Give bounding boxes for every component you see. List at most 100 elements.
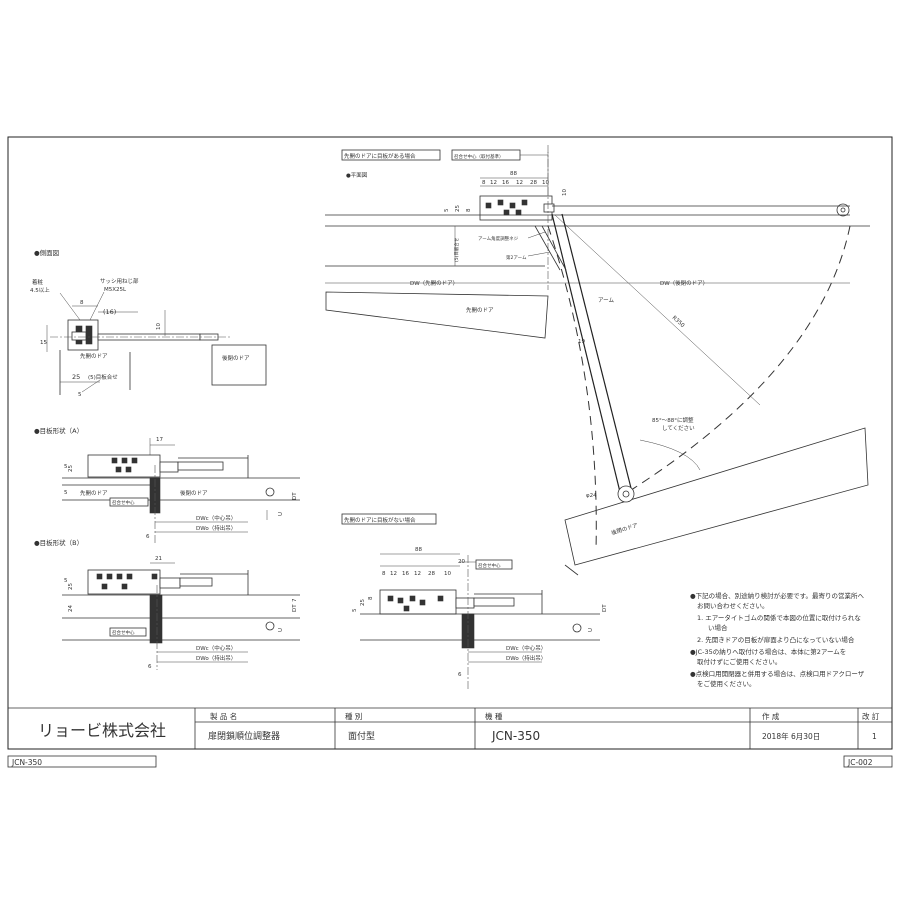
side-view-title: ●側面図 — [34, 249, 59, 257]
plan-dim-c: 16 — [502, 180, 509, 186]
shape-a-follow-door: 後閉のドア — [180, 489, 208, 497]
side-first-door: 先開のドア — [80, 352, 108, 360]
plan-dim-5: 5 — [444, 208, 450, 212]
shape-a-dt: DT — [292, 492, 298, 500]
plan-view-no-mullion: 先開のドアに目板がない場合 88 8 12 16 12 28 10 20 召合せ… — [341, 513, 608, 690]
note-2: 2. 先開きドアの目板が扉面より凸になっていない場合 — [697, 635, 855, 644]
shape-a-first-door: 先開のドア — [80, 489, 108, 497]
plan2-dim-6: 6 — [458, 672, 462, 678]
plan-mark: (5)目板合せ — [453, 237, 460, 262]
shape-b-dim-6: 6 — [148, 664, 152, 670]
plan-angle1: 85°～88°に調整 — [652, 416, 694, 424]
plan-title: ●平面図 — [346, 172, 368, 179]
plan2-dim-b: 12 — [390, 571, 397, 577]
note-1: 1. エアータイトゴムの関係で本図の位置に取付けられな — [697, 613, 861, 622]
plan2-dim-25: 25 — [360, 599, 366, 606]
side-dim-25: 25 — [72, 373, 80, 381]
plan-heading: 先開のドアに目板がある場合 — [344, 152, 416, 160]
side-mark: (5)目板合せ — [88, 373, 118, 381]
product-label: 製 品 名 — [210, 711, 237, 721]
plan-dim-19: 19 — [578, 339, 585, 345]
plan-dim-d: 12 — [516, 180, 523, 186]
plan-dim-a: 8 — [482, 180, 486, 186]
shape-b-dim-21: 21 — [155, 556, 162, 562]
plan2-heading: 先開のドアに目板がない場合 — [344, 516, 416, 524]
shape-b-dim-7: 7 — [292, 598, 298, 602]
side-screw-label: サッシ用ねじ部 — [100, 277, 139, 285]
shape-a-dim-5: 5 — [64, 464, 68, 470]
plan-dim-b: 12 — [490, 180, 497, 186]
side-view: ●側面図 着粧 4.5以上 サッシ用ねじ部 M5X25L 8 (16) 15 1… — [30, 249, 267, 398]
plan-first-door: 先開のドア — [466, 306, 494, 314]
plan2-dwo: DWo（持出吊） — [506, 654, 546, 662]
shape-b-dwo: DWo（持出吊） — [196, 654, 236, 662]
shape-b-dim-24: 24 — [68, 605, 74, 612]
date-value: 2018年 6月30日 — [762, 731, 820, 741]
plan2-u: U — [588, 628, 594, 632]
side-follow-door: 後閉のドア — [222, 354, 250, 362]
plan-dw-first: DW（先開のドア） — [410, 279, 458, 287]
shape-a-title: ●目板形状（A） — [34, 426, 83, 435]
plan-dim-e: 28 — [530, 180, 537, 186]
plan-arm-adj: アーム角度調整ネジ — [478, 235, 519, 242]
rev-label: 改 訂 — [862, 711, 880, 721]
plan-center-box: 召合せ中心（取付基準） — [454, 153, 504, 160]
title-block: リョービ株式会社 製 品 名 扉閉鎖順位調整器 種 別 面付型 機 種 JCN-… — [8, 707, 892, 749]
plan2-dim-8: 8 — [368, 596, 374, 600]
shape-a-center: 召合せ中心 — [112, 499, 135, 506]
plan-r350: R350 — [671, 315, 686, 329]
shape-a-u: U — [278, 512, 284, 516]
note-4: ●点検口用開閉器と併用する場合は、点検口用ドアクローザ — [690, 669, 865, 678]
side-dim-5: 5 — [78, 392, 82, 398]
footer-right-code: JC-002 — [847, 758, 873, 767]
date-label: 作 成 — [762, 711, 780, 721]
plan-dim-25: 25 — [455, 205, 461, 212]
side-dim-8: 8 — [80, 300, 84, 306]
shape-a-dim-6: 6 — [146, 534, 150, 540]
shape-b-u: U — [278, 628, 284, 632]
plan2-dim-f: 10 — [444, 571, 451, 577]
plan-view: 先開のドアに目板がある場合 ●平面図 召合せ中心（取付基準） 88 8 12 1… — [325, 145, 870, 576]
note-4b: をご使用ください。 — [697, 679, 756, 688]
shape-b-dim-25: 25 — [68, 583, 74, 590]
shape-b-dwc: DWc（中心吊） — [196, 644, 236, 652]
shape-a: ●目板形状（A） 17 5 25 5 先開のドア 後閉のドア 召合せ中心 U D… — [34, 426, 300, 545]
plan2-dim-e: 28 — [428, 571, 435, 577]
plan2-dim-88: 88 — [415, 547, 422, 553]
plan-dim-88: 88 — [510, 171, 517, 177]
product-name: 扉閉鎖順位調整器 — [208, 730, 280, 742]
model-label: 機 種 — [485, 711, 503, 721]
plan-dim-8: 8 — [466, 208, 472, 212]
plan-dw-follow: DW（後閉のドア） — [660, 279, 708, 287]
shape-a-dim-25: 25 — [68, 465, 74, 472]
plan-dim-10: 10 — [562, 189, 568, 196]
shape-b: ●目板形状（B） 21 5 25 24 召合せ中心 U DT 7 DWc（中心吊… — [34, 538, 300, 670]
plan-phi: φ24 — [586, 493, 597, 499]
plan-dim-f: 10 — [542, 180, 549, 186]
shape-a-dwc: DWc（中心吊） — [196, 514, 236, 522]
plan-arm2: 第2アーム — [506, 254, 527, 261]
note-3b: 取付けずにご使用ください。 — [697, 657, 781, 666]
shape-a-dim-17: 17 — [156, 437, 163, 443]
shape-b-title: ●目板形状（B） — [34, 538, 83, 547]
model-value: JCN-350 — [491, 729, 540, 743]
shape-b-center: 召合せ中心 — [112, 629, 135, 636]
plan2-dim-d: 12 — [414, 571, 421, 577]
side-screw-value: M5X25L — [104, 287, 127, 293]
notes: ●下記の場合、別途納り検討が必要です。最寄りの営業所へ お問い合わせください。 … — [690, 591, 865, 688]
type-label: 種 別 — [345, 711, 362, 721]
footer-left-code: JCN-350 — [11, 758, 42, 767]
side-dim-16: (16) — [103, 308, 116, 316]
side-gap-label: 着粧 — [32, 278, 44, 286]
plan2-dim-c: 16 — [402, 571, 409, 577]
note-1b: い場合 — [708, 623, 728, 632]
note-3: ●JC-35の納りへ取付ける場合は、本体に第2アームを — [690, 647, 846, 656]
note-intro: ●下記の場合、別途納り検討が必要です。最寄りの営業所へ — [690, 591, 865, 600]
shape-a-dwo: DWo（持出吊） — [196, 524, 236, 532]
shape-b-dt: DT — [292, 604, 298, 612]
type-value: 面付型 — [348, 731, 375, 742]
rev-value: 1 — [872, 732, 877, 741]
plan-arm: アーム — [598, 297, 615, 304]
shape-a-dim-5b: 5 — [64, 490, 68, 496]
